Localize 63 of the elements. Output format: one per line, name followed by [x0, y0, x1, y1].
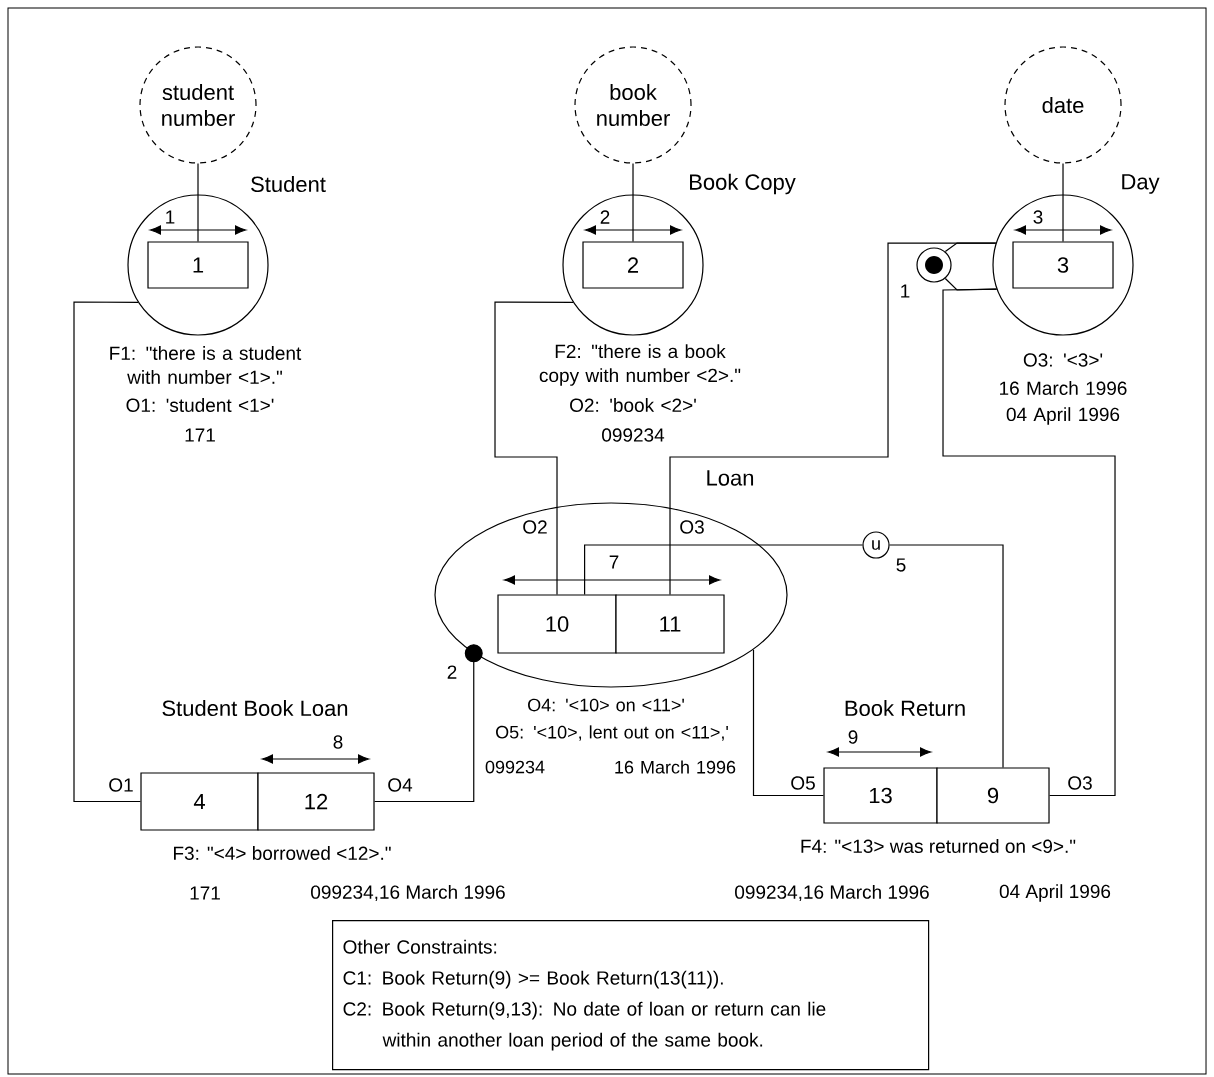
entity-name: Day [1122, 174, 1160, 194]
caption-text: O4: '<10> on <11>' [528, 698, 684, 712]
connector-line [942, 288, 1116, 797]
example-value: 04 April 1996 [999, 884, 1111, 902]
entity-name: Student [251, 175, 326, 193]
connector-line [494, 301, 574, 595]
role-box: 3 [1012, 241, 1114, 289]
caption-text: O1: 'student <1>' [126, 398, 274, 412]
constraint-number: 1 [166, 210, 175, 224]
caption-text: 16 March 1996 [615, 760, 736, 774]
caption-text: O2: 'book <2>' [570, 398, 696, 412]
caption-text: 04 April 1996 [1006, 407, 1120, 425]
caption-text: F3: "<4> borrowed <12>." [174, 846, 391, 860]
connector-line [944, 242, 997, 253]
caption-text: O5: '<10>, lent out on <11>,' [496, 725, 728, 741]
edge-label: O5 [789, 775, 817, 791]
constraint-number: 5 [896, 558, 906, 572]
edge-label: O2 [521, 519, 549, 535]
constraint-number: 2 [447, 665, 457, 679]
connector-line [944, 277, 998, 291]
constraint-circle [916, 247, 952, 283]
connector-line [752, 649, 824, 797]
role-box: 13 [823, 767, 938, 824]
constraint-number: 2 [600, 210, 610, 224]
connector-line [73, 301, 141, 803]
constraint-number: 1 [901, 284, 910, 298]
entity-name: Loan [707, 470, 754, 486]
note-box: Other Constraints: C1: Book Return(9) >= Book Return(13(11)). C2: Book Return(9,13): No date of loan or return can lie within another loan period of the same book. [332, 920, 930, 1071]
caption-text: F4: "<13> was returned on <9>." [801, 839, 1076, 853]
edge-label: O1 [107, 777, 135, 793]
edge-label: O4 [386, 777, 414, 793]
connector-line [632, 163, 634, 242]
fact-type-name: Book Return [845, 699, 965, 717]
caption-text: F1: "there is a student with number <1>." [110, 346, 302, 384]
role-box: 4 [140, 772, 259, 831]
connector-line [374, 644, 483, 803]
caption-text: 099234 [602, 428, 665, 442]
role-box: 1 [147, 241, 249, 289]
role-box: 11 [615, 594, 725, 654]
edge-label: O3 [1066, 775, 1094, 791]
connector-line [197, 163, 199, 242]
example-value: 099234,16 March 1996 [311, 884, 505, 902]
caption-text: O3: '<3>' [1023, 353, 1103, 367]
example-value: 099234,16 March 1996 [735, 884, 929, 902]
connector-line [584, 544, 863, 595]
constraint-number: 3 [1033, 210, 1043, 224]
caption-text: 16 March 1996 [1000, 381, 1127, 395]
constraint-number: 8 [333, 735, 343, 749]
constraint-number: 7 [609, 555, 619, 569]
connector-line [1062, 163, 1064, 242]
constraint-number: 9 [848, 730, 858, 744]
connector-line [889, 544, 1004, 768]
caption-text: 099234 [485, 760, 545, 774]
caption-text: 171 [185, 428, 215, 442]
caption-text: F2: "there is a book copy with number <2>." [539, 344, 741, 386]
role-box: 9 [936, 767, 1050, 824]
role-box: 12 [257, 772, 375, 831]
fact-type-name: Student Book Loan [162, 699, 348, 717]
entity-name: Book Copy [690, 173, 796, 195]
role-box: 10 [497, 594, 617, 654]
edge-label: O3 [678, 519, 706, 535]
example-value: 171 [190, 886, 220, 900]
role-box: 2 [582, 241, 684, 289]
